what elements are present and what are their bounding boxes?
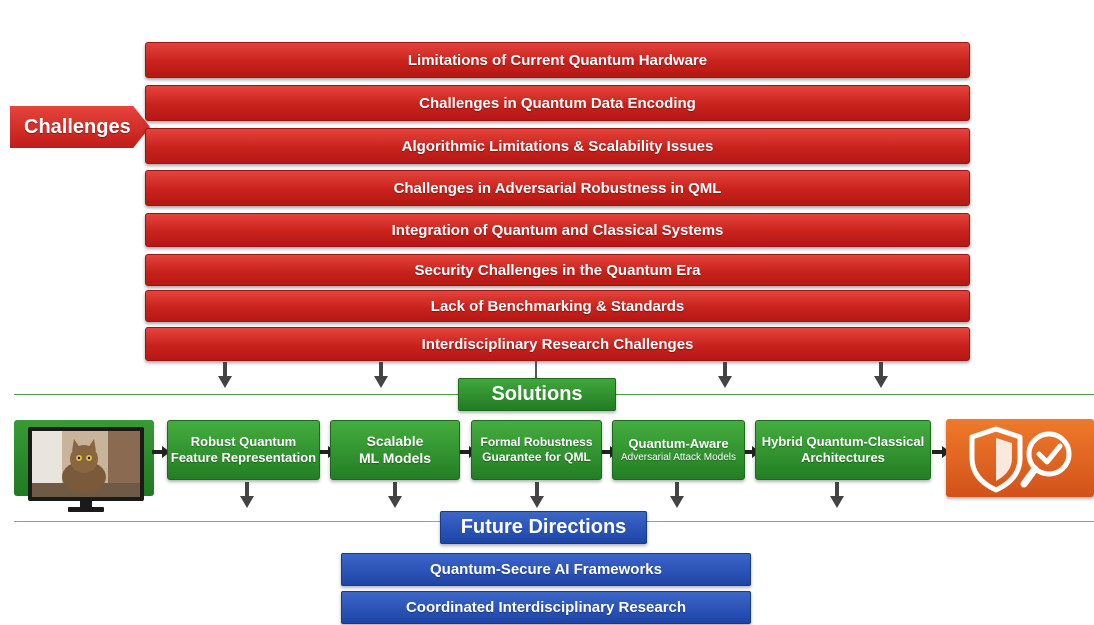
challenge-bar-hardware: Limitations of Current Quantum Hardware: [145, 42, 970, 78]
arrow-down-icon: [830, 482, 844, 508]
future-bar-interdisciplinary-research: Coordinated Interdisciplinary Research: [341, 591, 751, 624]
solution-quantum-aware: Quantum-Aware Adversarial Attack Models: [612, 420, 745, 480]
solution-line2: Guarantee for QML: [482, 450, 591, 464]
arrow-down-icon: [670, 482, 684, 508]
solution-line2: ML Models: [358, 450, 432, 466]
challenge-bar-interdisciplinary: Interdisciplinary Research Challenges: [145, 327, 970, 361]
arrow-down-icon: [218, 362, 232, 388]
challenge-bar-benchmarking: Lack of Benchmarking & Standards: [145, 290, 970, 322]
arrow-down-icon: [388, 482, 402, 508]
challenge-bar-integration: Integration of Quantum and Classical Sys…: [145, 213, 970, 247]
challenge-bar-adversarial: Challenges in Adversarial Robustness in …: [145, 170, 970, 206]
solution-line2: Adversarial Attack Models: [620, 451, 737, 463]
solution-line2: Architectures: [801, 450, 885, 465]
arrow-down-icon: [530, 482, 544, 508]
solution-line1: Quantum-Aware: [628, 435, 729, 451]
arrow-down-icon: [874, 362, 888, 388]
arrow-right-icon: [152, 446, 170, 458]
challenge-bar-data-encoding: Challenges in Quantum Data Encoding: [145, 85, 970, 121]
solution-line1: Scalable: [366, 432, 424, 449]
monitor-with-cat-image-icon: [28, 427, 144, 512]
solution-formal-robustness: Formal Robustness Guarantee for QML: [471, 420, 602, 480]
challenges-tag-label: Challenges: [24, 115, 131, 138]
future-bar-secure-ai: Quantum-Secure AI Frameworks: [341, 553, 751, 586]
solutions-title: Solutions: [458, 378, 616, 411]
solution-hybrid-architectures: Hybrid Quantum-Classical Architectures: [755, 420, 931, 480]
connector-line: [535, 361, 537, 379]
future-title: Future Directions: [440, 511, 647, 544]
future-title-label: Future Directions: [460, 516, 627, 538]
challenge-bar-scalability: Algorithmic Limitations & Scalability Is…: [145, 128, 970, 164]
solution-line2: Feature Representation: [170, 450, 317, 465]
solution-scalable-ml: Scalable ML Models: [330, 420, 460, 480]
arrow-down-icon: [374, 362, 388, 388]
challenges-tag: Challenges: [10, 106, 150, 148]
solutions-title-label: Solutions: [491, 383, 583, 405]
shield-with-magnifier-check-icon: [969, 426, 1072, 493]
challenge-bar-security: Security Challenges in the Quantum Era: [145, 254, 970, 286]
solution-robust-feature: Robust Quantum Feature Representation: [167, 420, 320, 480]
arrow-down-icon: [240, 482, 254, 508]
arrow-down-icon: [718, 362, 732, 388]
solution-line1: Hybrid Quantum-Classical: [761, 433, 925, 449]
solution-line1: Robust Quantum: [190, 433, 297, 449]
solution-line1: Formal Robustness: [480, 435, 593, 449]
